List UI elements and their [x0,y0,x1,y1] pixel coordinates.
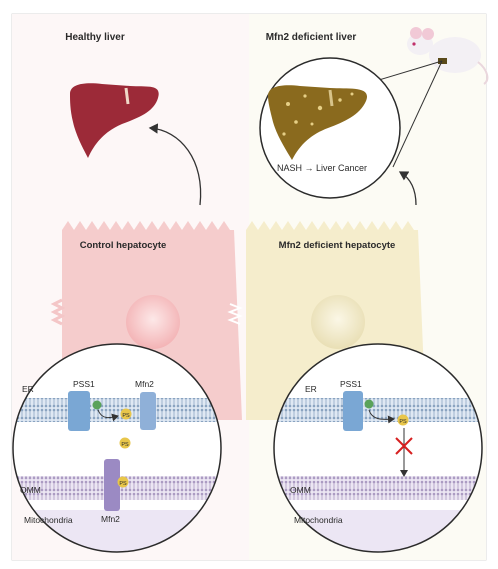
ps-bubble-1: PS [120,408,132,420]
mfn2-mito-protein [104,459,120,511]
mitochondria-label-right: Mitochondria [294,515,343,525]
deficient-hepatocyte-label: Mfn2 deficient hepatocyte [279,240,396,251]
mitochondria-label-left: Mitochondria [24,515,73,525]
ps-bubble-2: PS [119,437,131,449]
disease-progression-label: NASH → Liver Cancer [277,163,367,173]
omm-label-left: OMM [20,485,41,495]
ps-synthesis-dot-left [92,400,102,410]
svg-text:PS: PS [121,442,129,448]
ps-bubble-right: PS [397,414,409,426]
fatty-liver-icon [268,85,368,160]
ps-synthesis-dot-right [364,399,374,409]
mfn2-mito-label: Mfn2 [101,514,120,524]
er-label-left: ER [22,384,34,394]
pss1-protein-right [343,391,363,431]
control-hepatocyte-label: Control hepatocyte [80,240,167,251]
mfn2-er-label: Mfn2 [135,379,154,389]
arrow-to-healthy-liver [148,123,202,206]
er-label-right: ER [305,384,317,394]
arrow-to-deficient-liver [398,171,417,206]
svg-text:PS: PS [122,413,130,419]
svg-text:PS: PS [119,481,127,487]
omm-label-right: OMM [290,485,311,495]
mouse-icon [407,27,489,85]
pss1-label-left: PSS1 [73,379,95,389]
magnifier-line-bottom [392,60,443,168]
mfn2-er-protein [140,392,156,430]
ps-bubble-3: PS [117,476,129,488]
healthy-liver-title: Healthy liver [65,32,125,43]
transfer-arrow-right [368,409,395,424]
pss1-protein-left [68,391,90,431]
deficient-liver-title: Mfn2 deficient liver [266,32,357,43]
healthy-liver-icon [70,83,159,158]
svg-text:PS: PS [399,419,407,425]
transfer-arrow-left [97,409,119,422]
pss1-label-right: PSS1 [340,379,362,389]
block-x-icon [395,437,413,455]
